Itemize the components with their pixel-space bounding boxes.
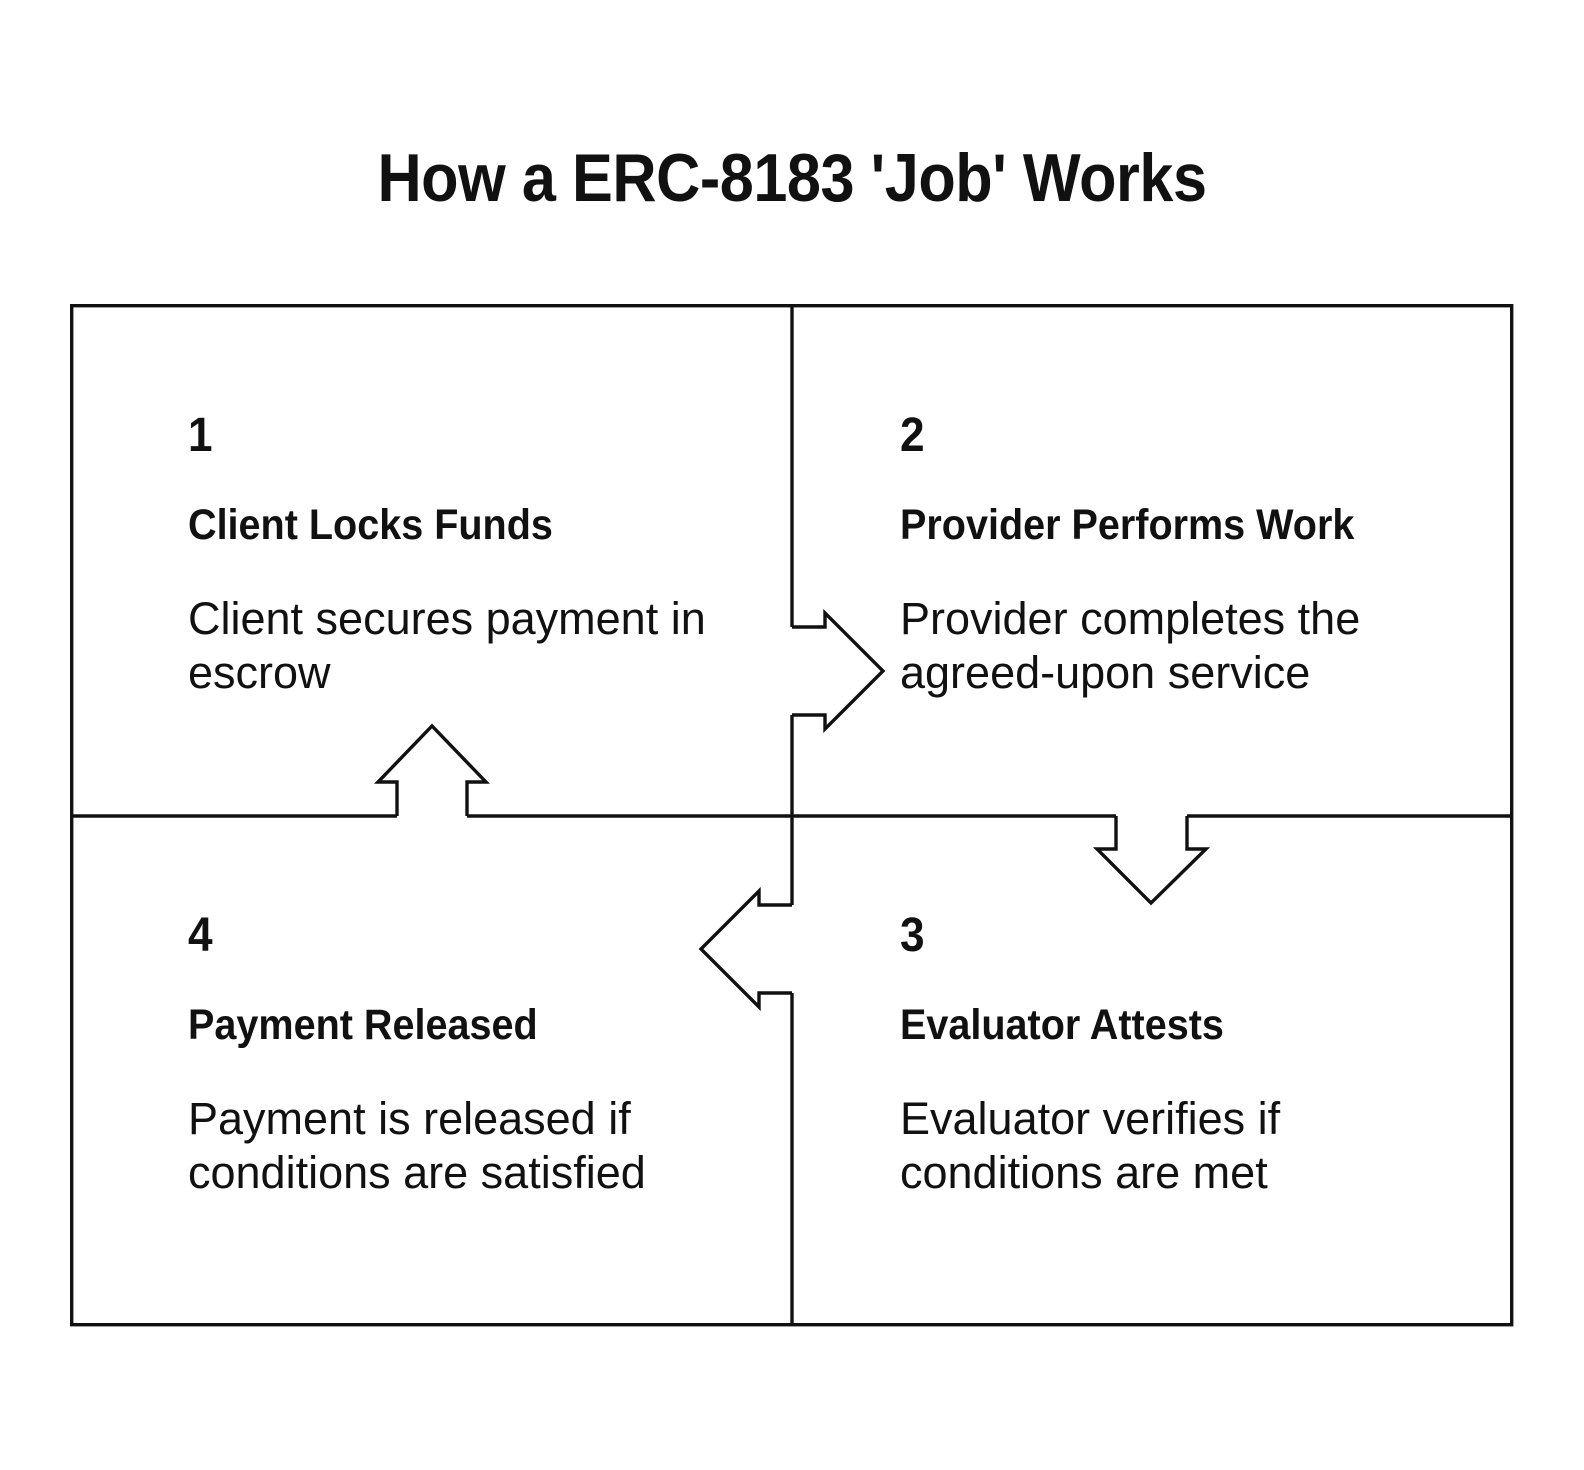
spacer <box>900 960 1460 1002</box>
spacer <box>188 460 748 502</box>
step-number-4: 4 <box>188 909 213 962</box>
step-number-3: 3 <box>900 909 925 962</box>
step-heading-2: Provider Performs Work <box>900 501 1355 549</box>
arrow-step1-to-step2 <box>792 608 886 734</box>
spacer <box>188 548 748 592</box>
step-heading-3: Evaluator Attests <box>900 1001 1224 1049</box>
step-description-4: Payment is released if conditions are sa… <box>188 1093 646 1198</box>
step-description-2: Provider completes the agreed-upon servi… <box>900 593 1361 698</box>
page-title: How a ERC-8183 'Job' Works <box>377 140 1207 216</box>
spacer <box>188 1048 748 1092</box>
step-card-4: 4 Payment Released Payment is released i… <box>188 912 748 1200</box>
step-heading-4: Payment Released <box>188 1001 538 1049</box>
spacer <box>900 1048 1460 1092</box>
step-number-1: 1 <box>188 409 213 462</box>
arrow-step4-to-step1 <box>373 723 491 816</box>
step-number-2: 2 <box>900 409 925 462</box>
step-card-1: 1 Client Locks Funds Client secures paym… <box>188 412 748 700</box>
step-description-1: Client secures payment in escrow <box>188 593 706 698</box>
spacer <box>188 960 748 1002</box>
spacer <box>900 548 1460 592</box>
step-card-3: 3 Evaluator Attests Evaluator verifies i… <box>900 912 1460 1200</box>
spacer <box>900 460 1460 502</box>
step-description-3: Evaluator verifies if conditions are met <box>900 1093 1281 1198</box>
step-card-2: 2 Provider Performs Work Provider comple… <box>900 412 1460 700</box>
arrow-step2-to-step3 <box>1092 816 1211 906</box>
step-heading-1: Client Locks Funds <box>188 501 553 549</box>
